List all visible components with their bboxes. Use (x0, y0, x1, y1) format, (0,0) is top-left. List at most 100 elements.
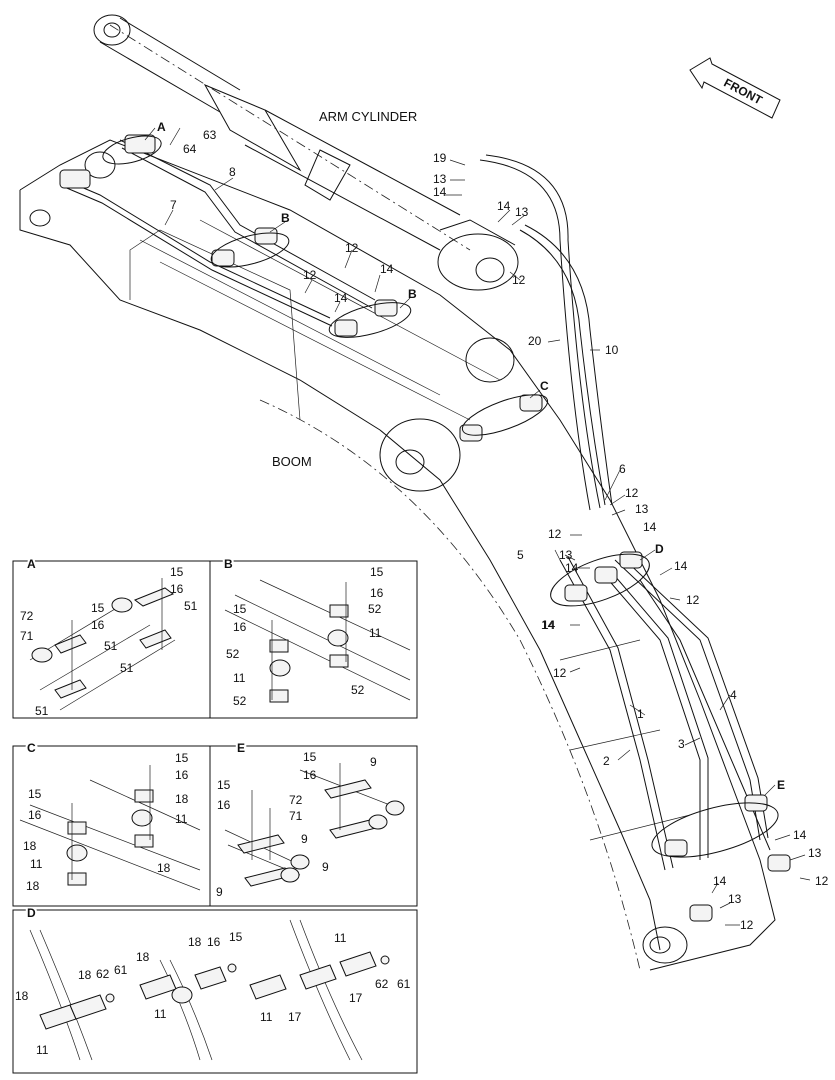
part-label: 15 (175, 751, 189, 765)
part-label: 17 (349, 991, 363, 1005)
callout: 14 (433, 185, 447, 199)
detail-title: A (27, 557, 36, 571)
callout: 12 (303, 268, 317, 282)
callout: 5 (517, 548, 524, 562)
part-label: 61 (114, 963, 128, 977)
callout: 14 (542, 618, 556, 632)
callout-D: D (655, 542, 664, 556)
callout: 7 (170, 198, 177, 212)
callout: 12 (740, 918, 754, 932)
callout: 13 (635, 502, 649, 516)
part-label: 16 (28, 808, 42, 822)
detail-title: C (27, 741, 36, 755)
detail-panel-E: E 15 9 16 15 72 16 71 9 9 9 (209, 739, 418, 907)
callout: 64 (183, 142, 197, 156)
part-label: 16 (303, 768, 317, 782)
part-label: 9 (216, 885, 223, 899)
part-label: 11 (334, 931, 347, 945)
part-label: 52 (351, 683, 365, 697)
callout: 4 (730, 688, 737, 702)
callout: 14 (380, 262, 394, 276)
callout: 14 (334, 291, 348, 305)
detail-panel-D: D 18 61 18 62 18 16 15 11 18 11 11 11 17… (12, 904, 418, 1074)
callout: 6 (619, 462, 626, 476)
callout: 12 (553, 666, 567, 680)
part-label: 16 (370, 586, 384, 600)
callout: 14 (565, 561, 579, 575)
callout: 14 (713, 874, 727, 888)
part-label: 16 (217, 798, 231, 812)
callout: 1 (637, 707, 644, 721)
callout: 12 (815, 874, 829, 888)
part-label: 11 (175, 812, 188, 826)
part-label: 11 (260, 1010, 273, 1024)
detail-title: B (224, 557, 233, 571)
boom-label: BOOM (272, 454, 312, 469)
callout: 12 (686, 593, 700, 607)
part-label: 11 (30, 857, 43, 871)
part-label: 11 (233, 671, 246, 685)
callout: 13 (728, 892, 742, 906)
part-label: 52 (226, 647, 240, 661)
detail-panel-C: C 15 16 18 11 18 15 16 18 11 18 (12, 739, 211, 907)
callout: 8 (229, 165, 236, 179)
callout: 14 (497, 199, 511, 213)
part-label: 9 (370, 755, 377, 769)
callout: 63 (203, 128, 217, 142)
part-label: 15 (170, 565, 184, 579)
callout: 14 (541, 618, 555, 632)
detail-title: D (27, 906, 36, 920)
callout: 14 (674, 559, 688, 573)
callout-E: E (777, 778, 785, 792)
part-label: 18 (78, 968, 92, 982)
arm-cylinder-label: ARM CYLINDER (319, 109, 417, 124)
part-label: 61 (397, 977, 411, 991)
part-label: 72 (20, 609, 34, 623)
callout: 13 (808, 846, 822, 860)
part-label: 15 (303, 750, 317, 764)
part-label: 18 (188, 935, 202, 949)
callout: 12 (512, 273, 526, 287)
part-label: 51 (104, 639, 118, 653)
part-label: 18 (23, 839, 37, 853)
part-label: 18 (136, 950, 150, 964)
part-label: 18 (175, 792, 189, 806)
callout: 12 (625, 486, 639, 500)
callout: 12 (345, 241, 359, 255)
part-label: 52 (233, 694, 247, 708)
callout: 3 (678, 737, 685, 751)
part-label: 16 (233, 620, 247, 634)
part-label: 16 (170, 582, 184, 596)
callout-A: A (157, 120, 166, 134)
callout: 14 (643, 520, 657, 534)
part-label: 9 (301, 832, 308, 846)
callout-C: C (540, 379, 549, 393)
detail-panel-A: A 15 16 51 72 15 71 16 51 51 51 (12, 555, 211, 719)
callout: 14 (793, 828, 807, 842)
callout-B: B (281, 211, 290, 225)
main-callouts: A 63 64 8 7 B 12 12 14 14 B 19 13 14 14 … (157, 120, 829, 932)
part-label: 18 (15, 989, 29, 1003)
part-label: 72 (289, 793, 303, 807)
callout: 13 (515, 205, 529, 219)
part-label: 51 (35, 704, 49, 718)
part-label: 17 (288, 1010, 302, 1024)
part-label: 52 (368, 602, 382, 616)
boom-assembly-drawing (19, 14, 811, 971)
part-label: 15 (370, 565, 384, 579)
part-label: 16 (91, 618, 105, 632)
callout: 2 (603, 754, 610, 768)
part-label: 11 (36, 1043, 49, 1057)
part-label: 62 (96, 967, 110, 981)
part-label: 62 (375, 977, 389, 991)
part-label: 71 (289, 809, 303, 823)
part-label: 16 (175, 768, 189, 782)
part-label: 18 (26, 879, 40, 893)
callout: 13 (433, 172, 447, 186)
callout: 13 (559, 548, 573, 562)
callout: 10 (605, 343, 619, 357)
callout: 20 (528, 334, 542, 348)
part-label: 15 (233, 602, 247, 616)
callout: 12 (548, 527, 562, 541)
